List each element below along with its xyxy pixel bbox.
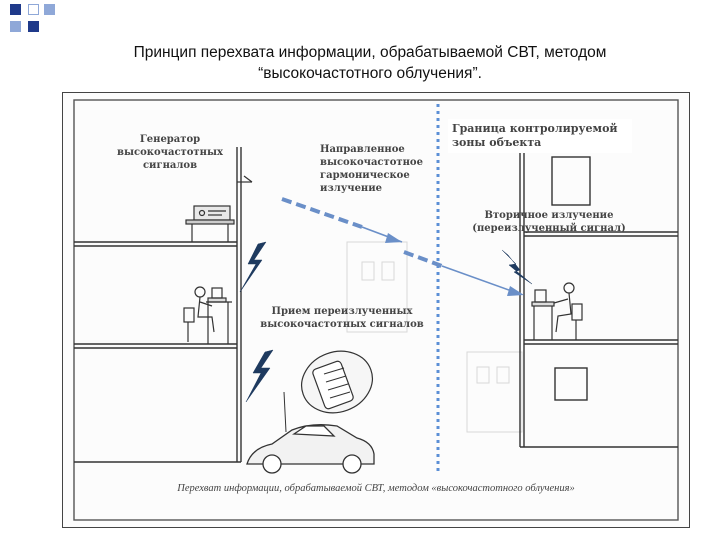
slide-title-line-2: “высокочастотного облучения”. [258, 65, 482, 82]
label-boundary-line-2: зоны объекта [452, 136, 541, 149]
label-directed-line-4: излучение [320, 183, 382, 194]
label-reception: Прием переизлученных высокочастотных сиг… [260, 306, 424, 330]
label-boundary: Граница контролируемой зоны объекта [448, 119, 632, 153]
right-building [519, 147, 678, 448]
slide-title-line-1: Принцип перехвата информации, обрабатыва… [133, 44, 607, 61]
label-directed-line-2: высокочастотное [320, 157, 423, 168]
left-building [74, 147, 242, 463]
label-generator-line-2: высокочастотных [117, 147, 224, 158]
receiver-device [301, 350, 373, 414]
lightning-icon [239, 241, 533, 403]
label-directed-line-1: Направленное [320, 144, 405, 155]
figure-caption: Перехват информации, обрабатываемой СВТ,… [176, 483, 575, 494]
label-boundary-line-1: Граница контролируемой [452, 122, 618, 135]
directed-radiation-arrow [281, 197, 524, 296]
label-directed-line-3: гармоническое [320, 170, 410, 181]
car [246, 391, 375, 474]
inner-frame [73, 99, 679, 521]
generator-device [185, 175, 253, 242]
corner-decoration [0, 0, 60, 45]
operator-left [183, 286, 232, 344]
label-reception-line-2: высокочастотных сигналов [260, 319, 424, 330]
background-buildings [346, 241, 523, 433]
operator-right [531, 282, 583, 340]
interception-diagram: Генератор высокочастотных сигналов Напра… [62, 92, 690, 528]
label-secondary-line-1: Вторичное излучение [485, 210, 614, 221]
label-generator: Генератор высокочастотных сигналов [117, 134, 224, 171]
label-secondary-line-2: (переизлученный сигнал) [472, 223, 625, 234]
label-secondary: Вторичное излучение (переизлученный сигн… [472, 210, 625, 234]
label-reception-line-1: Прием переизлученных [272, 306, 414, 317]
slide-title: Принцип перехвата информации, обрабатыва… [40, 42, 700, 84]
label-directed: Направленное высокочастотное гармоническ… [320, 144, 423, 194]
label-generator-line-3: сигналов [143, 160, 197, 171]
label-generator-line-1: Генератор [140, 134, 200, 145]
